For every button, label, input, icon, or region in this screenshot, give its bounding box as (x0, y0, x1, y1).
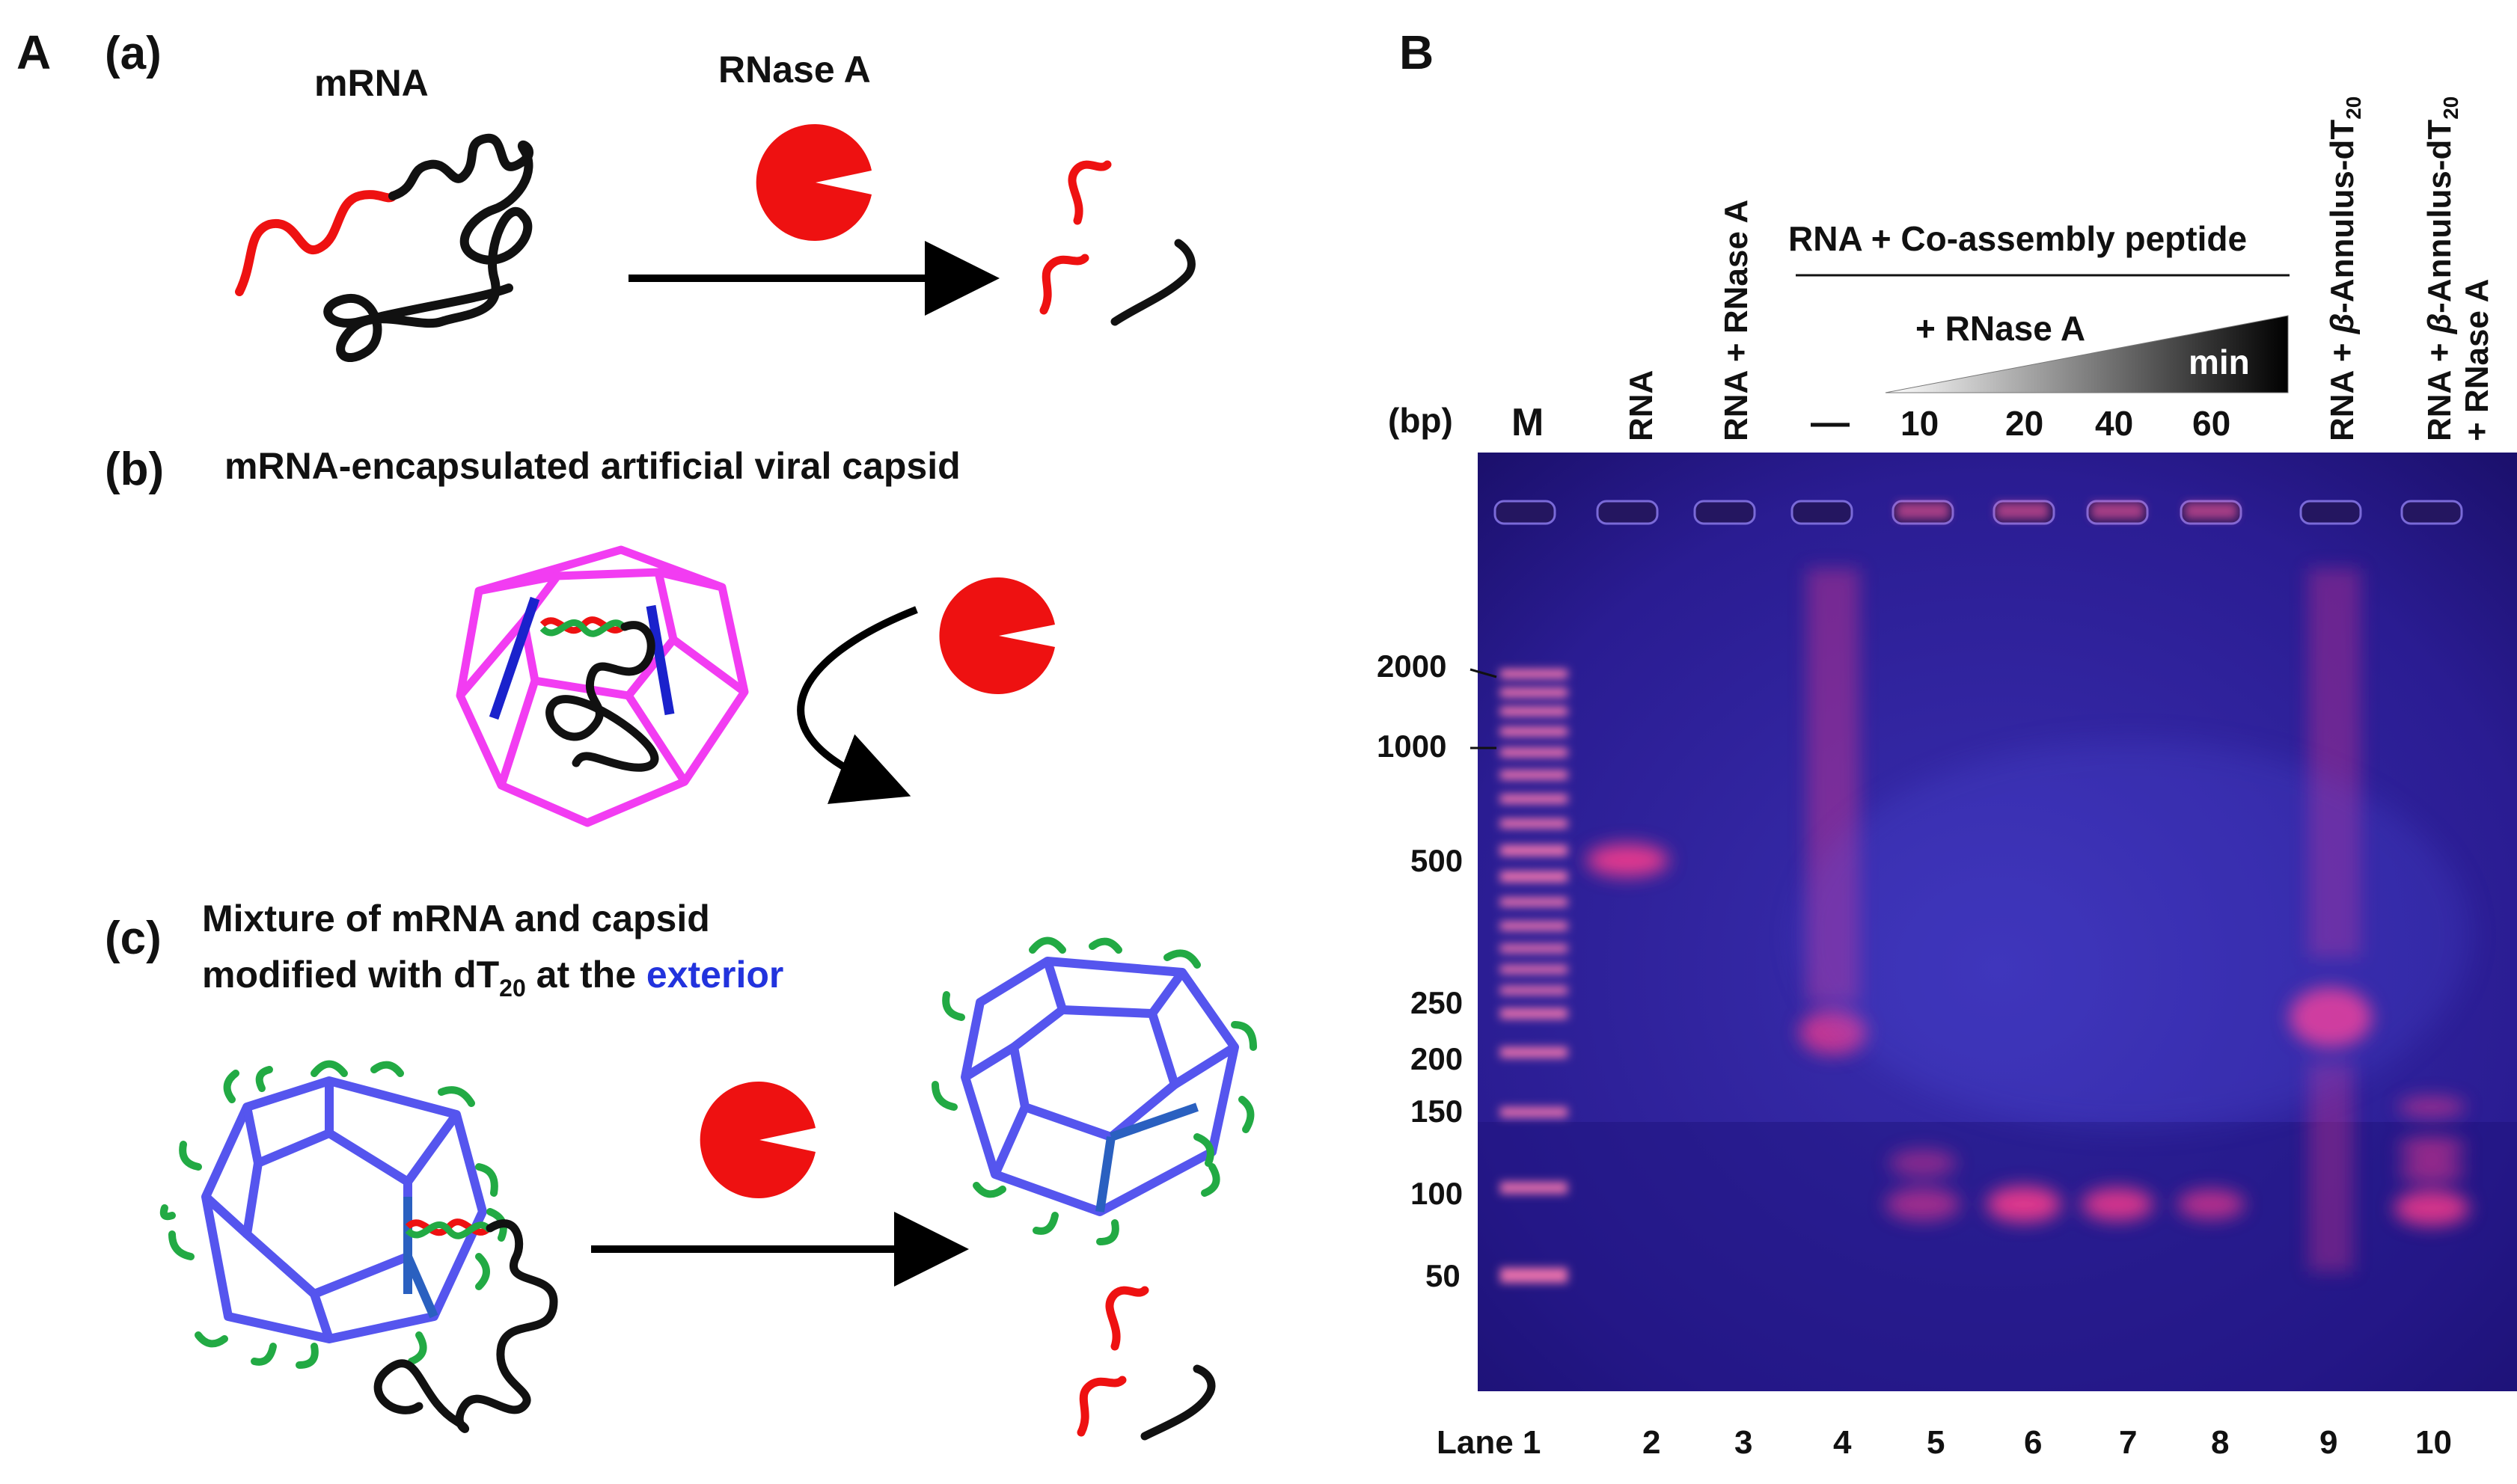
mrna-fragments-a (1039, 160, 1196, 326)
subpanel-c-tag: (c) (105, 913, 162, 964)
enzyme-pacman-a (756, 124, 872, 242)
panel-a-letter: A (16, 25, 51, 79)
gel-image (1478, 453, 2517, 1391)
lane-title-rna: RNA (1623, 370, 1660, 441)
subpanel-a-tag: (a) (105, 28, 162, 79)
lane-number-6: 6 (2024, 1424, 2042, 1461)
lane-number-3: 3 (1734, 1424, 1752, 1461)
time-label-40: 40 (2095, 404, 2133, 443)
lane-title-rna-rnase: RNA + RNase A (1718, 200, 1755, 441)
time-gradient-wedge (1885, 315, 2289, 393)
lane-number-10: 10 (2415, 1424, 2452, 1461)
size-marker-labels: 2000 1000 500 250 200 150 100 50 (1377, 649, 1497, 1293)
size-label-100: 100 (1410, 1176, 1463, 1211)
size-label-500: 500 (1410, 843, 1463, 878)
size-label-1000: 1000 (1377, 729, 1446, 764)
size-label-150: 150 (1410, 1094, 1463, 1129)
lane-number-4: 4 (1833, 1424, 1852, 1461)
mrna-label: mRNA (314, 62, 429, 104)
capsid-c-title-line1: Mixture of mRNA and capsid (202, 898, 710, 939)
size-label-250: 250 (1410, 985, 1463, 1020)
enzyme-pacman-b (939, 577, 1055, 695)
time-label-10: 10 (1900, 404, 1939, 443)
capsid-b-title: mRNA-encapsulated artificial viral capsi… (224, 445, 961, 487)
lane-number-7: 7 (2119, 1424, 2137, 1461)
marker-ladder (1500, 669, 1568, 1283)
size-label-200: 200 (1410, 1041, 1463, 1076)
capsid-c-left-icon (159, 1060, 558, 1433)
bp-unit-label: (bp) (1388, 401, 1453, 440)
mrna-fragments-c (1077, 1286, 1216, 1441)
lane-number-5: 5 (1927, 1424, 1945, 1461)
peptide-group-title: RNA + Co-assembly peptide (1788, 219, 2247, 258)
marker-lane-label: M (1511, 401, 1544, 444)
lane-number-2: 2 (1642, 1424, 1660, 1461)
min-label: min (2189, 343, 2250, 381)
deflected-arrow-b (797, 606, 918, 804)
lane-number-8: 8 (2211, 1424, 2229, 1461)
time-label-20: 20 (2005, 404, 2043, 443)
capsid-b-icon (456, 545, 749, 827)
subpanel-b-tag: (b) (105, 444, 164, 495)
capsid-c-right-icon (932, 936, 1257, 1245)
size-label-50: 50 (1425, 1258, 1461, 1293)
capsid-c-title-line2: modified with dT20 at the exterior (202, 954, 783, 1002)
well-glow (1897, 503, 2237, 519)
mrna-strand-icon (235, 133, 533, 363)
enzyme-pacman-c (700, 1082, 816, 1198)
lane-number-9: 9 (2319, 1424, 2337, 1461)
lane-title-annulus-rnase-line1: RNA + β-Annulus-dT20 (2421, 96, 2462, 441)
time-label-60: 60 (2192, 404, 2230, 443)
time-label-0: — (1811, 401, 1850, 444)
rnase-subtitle: + RNase A (1915, 309, 2085, 348)
size-label-2000: 2000 (1377, 649, 1446, 684)
lane-title-annulus: RNA + β-Annulus-dT20 (2324, 96, 2365, 441)
lane-title-annulus-rnase-line2: + RNase A (2459, 279, 2495, 441)
panel-b-letter: B (1399, 25, 1434, 79)
rnase-label: RNase A (718, 49, 871, 91)
lane-label-1: Lane 1 (1437, 1424, 1541, 1461)
